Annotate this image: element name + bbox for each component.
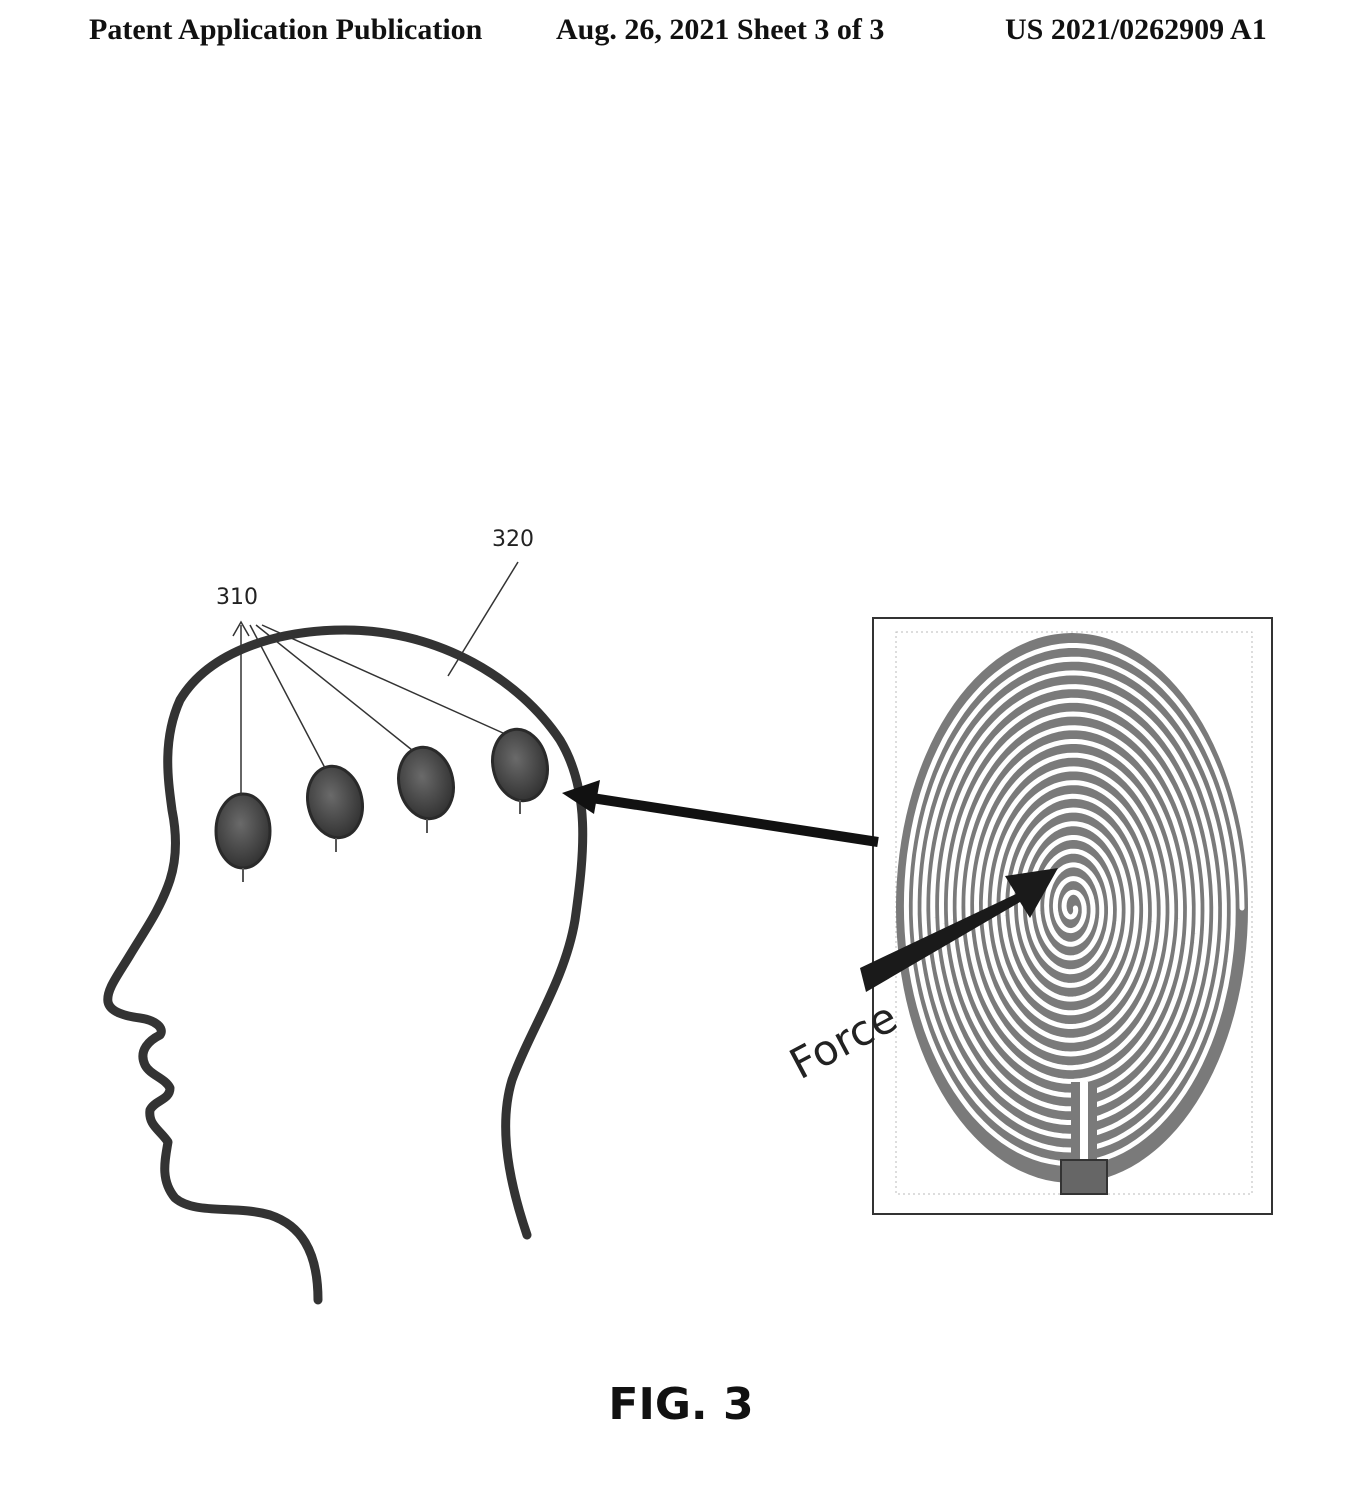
force-arrow [860,868,1058,992]
spiral-coil-sensor [896,633,1248,1195]
electrode-array [214,727,549,882]
figure-caption: FIG. 3 [608,1379,754,1430]
electrode-4 [491,727,549,814]
head-outline [103,625,588,1305]
publication-label: Patent Application Publication [89,13,483,46]
leader-line-320 [447,561,519,677]
arrow-to-head [562,780,879,847]
date-sheet-label: Aug. 26, 2021 Sheet 3 of 3 [556,13,885,46]
ref-label-320: 320 [492,527,534,552]
electrode-3 [397,745,455,833]
ref-label-310: 310 [216,585,258,610]
leader-lines-310 [232,620,504,796]
electrode-1 [214,792,272,882]
patent-number: US 2021/0262909 A1 [1005,13,1267,46]
coil-connector-pad [1060,1159,1108,1195]
electrode-2 [306,764,364,852]
page-header: Patent Application Publication Aug. 26, … [0,12,1362,48]
